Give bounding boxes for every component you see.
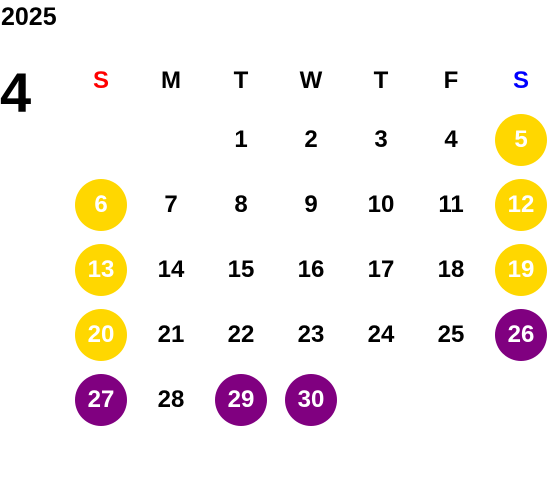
day-number: 7 — [164, 190, 178, 218]
weekday-header-thu: T — [373, 67, 389, 94]
weekday-header-mon: M — [161, 67, 181, 94]
day-number: 9 — [304, 190, 318, 218]
highlighted-day-number: 20 — [75, 308, 127, 361]
calendar-day[interactable]: 25 — [416, 302, 486, 367]
day-number: 24 — [367, 320, 395, 348]
calendar-day[interactable]: 26 — [486, 302, 548, 367]
calendar-empty-cell — [66, 107, 136, 172]
year-label: 2025 — [1, 3, 57, 31]
calendar-day[interactable]: 4 — [416, 107, 486, 172]
calendar-day[interactable]: 6 — [66, 172, 136, 237]
calendar-day[interactable]: 8 — [206, 172, 276, 237]
calendar-day[interactable]: 2 — [276, 107, 346, 172]
day-number: 11 — [438, 190, 464, 218]
calendar-day[interactable]: 18 — [416, 237, 486, 302]
weekday-header-tue: T — [233, 67, 249, 94]
day-number: 25 — [437, 320, 465, 348]
calendar-empty-cell — [416, 367, 486, 432]
day-number: 21 — [157, 320, 185, 348]
day-number: 4 — [444, 125, 458, 153]
highlighted-day-number: 12 — [495, 178, 547, 231]
day-number: 2 — [304, 125, 318, 153]
highlighted-day-number: 13 — [75, 243, 127, 296]
highlighted-day-number: 27 — [75, 373, 127, 426]
month-number: 4 — [0, 61, 32, 124]
calendar-day[interactable]: 30 — [276, 367, 346, 432]
calendar-day[interactable]: 11 — [416, 172, 486, 237]
day-number: 18 — [437, 255, 465, 283]
calendar-day[interactable]: 9 — [276, 172, 346, 237]
calendar-day[interactable]: 27 — [66, 367, 136, 432]
day-number: 8 — [234, 190, 248, 218]
calendar-day[interactable]: 20 — [66, 302, 136, 367]
calendar-day[interactable]: 19 — [486, 237, 548, 302]
highlighted-day-number: 29 — [215, 373, 267, 426]
calendar-day[interactable]: 17 — [346, 237, 416, 302]
weekday-header-wed: W — [299, 67, 323, 94]
day-number: 22 — [227, 320, 255, 348]
day-number: 3 — [374, 125, 388, 153]
calendar-day[interactable]: 16 — [276, 237, 346, 302]
weekday-header-sat: S — [512, 67, 529, 94]
day-number: 1 — [234, 125, 248, 153]
calendar-day[interactable]: 12 — [486, 172, 548, 237]
calendar-empty-cell — [346, 367, 416, 432]
highlighted-day-number: 5 — [495, 113, 547, 166]
calendar-day[interactable]: 24 — [346, 302, 416, 367]
day-number: 23 — [297, 320, 325, 348]
day-number: 17 — [367, 255, 395, 283]
highlighted-day-number: 19 — [495, 243, 547, 296]
calendar-day[interactable]: 10 — [346, 172, 416, 237]
day-number: 10 — [367, 190, 395, 218]
calendar-day[interactable]: 1 — [206, 107, 276, 172]
calendar-day[interactable]: 23 — [276, 302, 346, 367]
calendar-day[interactable]: 5 — [486, 107, 548, 172]
highlighted-day-number: 26 — [495, 308, 547, 361]
calendar-day[interactable]: 3 — [346, 107, 416, 172]
calendar-day[interactable]: 22 — [206, 302, 276, 367]
calendar-day[interactable]: 28 — [136, 367, 206, 432]
highlighted-day-number: 30 — [285, 373, 337, 426]
weekday-header-fri: F — [443, 67, 459, 94]
day-number: 15 — [227, 255, 255, 283]
calendar-day[interactable]: 7 — [136, 172, 206, 237]
day-number: 28 — [157, 385, 185, 413]
calendar-empty-cell — [486, 367, 548, 432]
highlighted-day-number: 6 — [75, 178, 127, 231]
day-number: 14 — [157, 255, 185, 283]
calendar-day[interactable]: 15 — [206, 237, 276, 302]
calendar-day[interactable]: 29 — [206, 367, 276, 432]
day-number: 16 — [297, 255, 325, 283]
calendar-empty-cell — [136, 107, 206, 172]
calendar-day[interactable]: 13 — [66, 237, 136, 302]
weekday-header-sun: S — [92, 67, 109, 94]
calendar-day[interactable]: 21 — [136, 302, 206, 367]
calendar-day[interactable]: 14 — [136, 237, 206, 302]
